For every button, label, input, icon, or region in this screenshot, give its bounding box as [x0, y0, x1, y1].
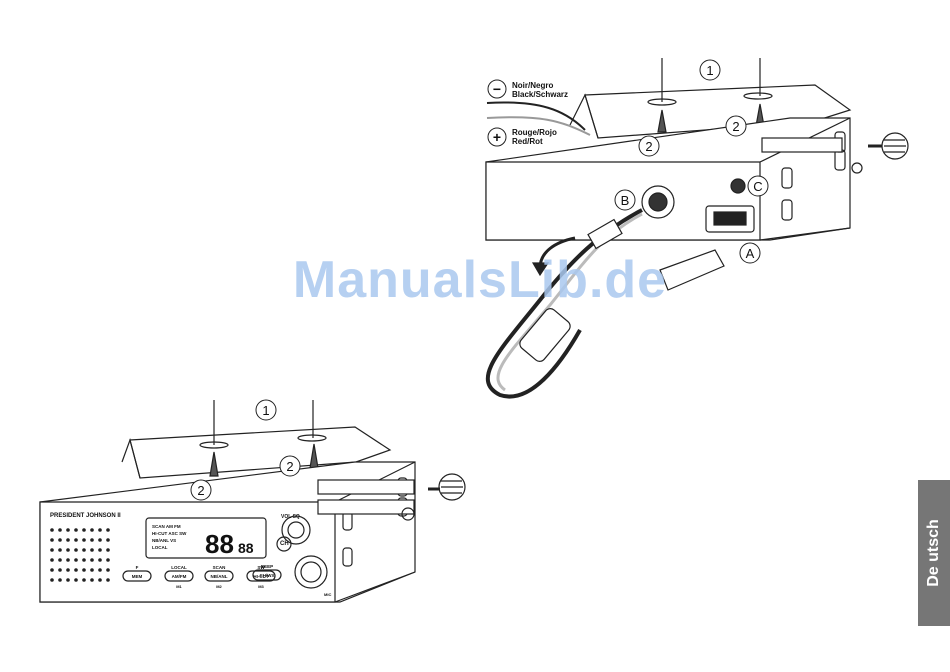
bottom-callout-1: 1 [262, 403, 269, 418]
black-wire-line1: Noir/Negro [512, 81, 553, 90]
vol-sq-label: VOL SQ [281, 514, 300, 520]
button-nb-anl: NB/ANL [211, 574, 228, 579]
top-label-f: F [136, 565, 139, 570]
button-am-fm: AM/FM [172, 574, 187, 579]
display-line-1: SCAN AM FM [152, 524, 181, 529]
top-label-scan: SCAN [213, 565, 226, 570]
radio-brand: PRESIDENT JOHNSON II [50, 513, 121, 519]
display-line-3: NB/ANL VS [152, 538, 176, 543]
red-wire-line2: Red/Rot [512, 137, 543, 146]
minus-icon: − [493, 81, 501, 97]
black-wire-label: − Noir/Negro Black/Schwarz [488, 80, 568, 99]
ch-label: CH [280, 541, 289, 547]
button-mem: MEM [132, 574, 143, 579]
bottom-callout-2-left: 2 [197, 483, 204, 498]
top-label-local: LOCAL [171, 565, 187, 570]
bottom-label-m3: M3 [258, 584, 264, 589]
red-wire-line1: Rouge/Rojo [512, 128, 557, 137]
black-wire-line2: Black/Schwarz [512, 90, 568, 99]
callout-b: B [621, 193, 630, 208]
display-channel-small: 88 [238, 540, 254, 556]
bottom-label-m1: M1 [176, 584, 182, 589]
red-wire-label: + Rouge/Rojo Red/Rot [488, 128, 557, 146]
language-side-tab: De utsch [918, 480, 950, 626]
callout-c: C [753, 179, 762, 194]
top-callout-2-right: 2 [732, 119, 739, 134]
bottom-mounting-figure [40, 400, 465, 602]
top-callout-2-left: 2 [645, 139, 652, 154]
side-tab-label: De utsch [925, 519, 943, 587]
power-plug [660, 250, 724, 290]
bottom-callout-2-right: 2 [286, 459, 293, 474]
top-callout-1: 1 [706, 63, 713, 78]
top-mounting-figure [486, 58, 908, 397]
mic-socket [295, 556, 327, 588]
display-line-4: LOCAL [152, 545, 168, 550]
top-label-beep: BEEP [261, 564, 273, 569]
volume-squelch-knob [282, 516, 310, 544]
display-channel-big: 88 [205, 529, 234, 559]
button-ch-wx: CH/WX [260, 573, 275, 578]
bottom-label-m2: M2 [216, 584, 222, 589]
mic-label: MIC [324, 592, 331, 597]
callout-a: A [746, 246, 755, 261]
display-line-2: HI-CUT ASC SW [152, 531, 187, 536]
plus-icon: + [493, 129, 501, 145]
jack-c [731, 179, 745, 193]
